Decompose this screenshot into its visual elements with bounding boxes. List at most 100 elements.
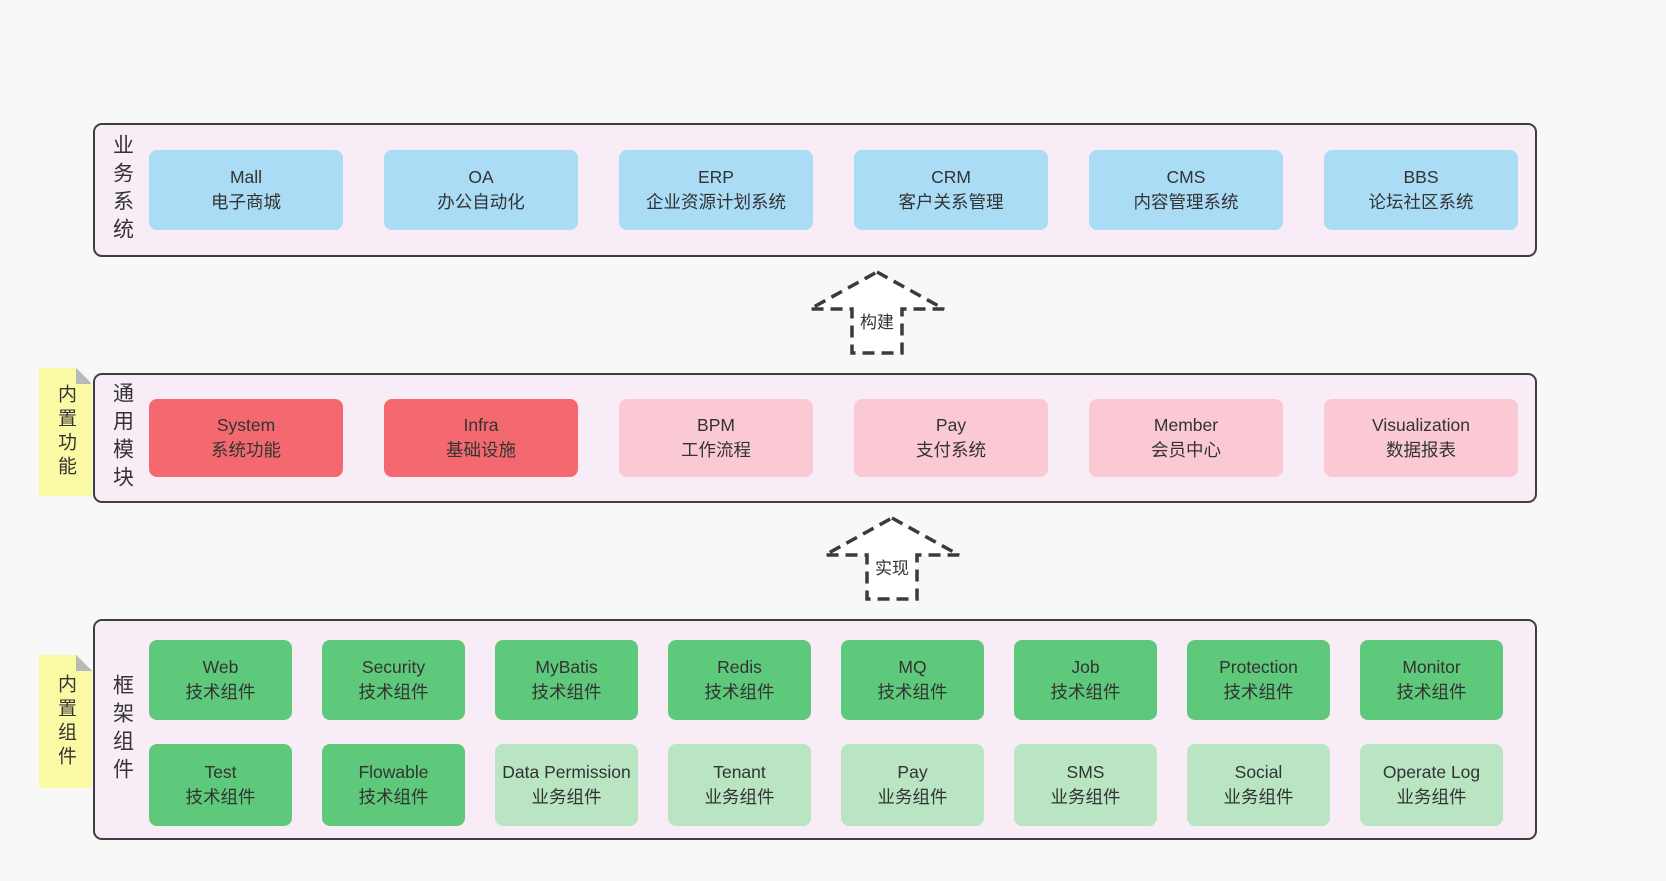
box-title: OA xyxy=(468,167,494,187)
box-subtitle: 技术组件 xyxy=(1396,682,1467,702)
box-title: Data Permission xyxy=(502,762,631,782)
box-subtitle: 客户关系管理 xyxy=(898,192,1004,212)
box-title: Job xyxy=(1071,657,1100,677)
box-subtitle: 电子商城 xyxy=(211,192,281,212)
box-crm: CRM 客户关系管理 xyxy=(854,150,1048,230)
box-subtitle: 技术组件 xyxy=(358,787,429,807)
band-label-text: 框架组件 xyxy=(110,673,134,786)
box-visualization: Visualization 数据报表 xyxy=(1324,399,1518,477)
box-erp: ERP 企业资源计划系统 xyxy=(619,150,813,230)
box-title: BBS xyxy=(1403,167,1439,187)
box-title: Social xyxy=(1234,762,1283,782)
box-operate-log: Operate Log 业务组件 xyxy=(1360,744,1503,826)
box-pay: Pay 支付系统 xyxy=(854,399,1048,477)
box-bbs: BBS 论坛社区系统 xyxy=(1324,150,1518,230)
box-subtitle: 技术组件 xyxy=(704,682,775,702)
box-oa: OA 办公自动化 xyxy=(384,150,578,230)
box-subtitle: 论坛社区系统 xyxy=(1368,192,1474,212)
box-monitor: Monitor 技术组件 xyxy=(1360,640,1503,720)
box-social: Social 业务组件 xyxy=(1187,744,1330,826)
box-title: Redis xyxy=(717,657,762,677)
box-member: Member 会员中心 xyxy=(1089,399,1283,477)
box-title: Security xyxy=(361,657,426,677)
component-row-2: Test 技术组件 Flowable 技术组件 Data Permission … xyxy=(149,744,1535,826)
box-subtitle: 业务组件 xyxy=(1223,787,1294,807)
box-title: Mall xyxy=(229,167,263,187)
box-sms: SMS 业务组件 xyxy=(1014,744,1157,826)
box-subtitle: 数据报表 xyxy=(1386,440,1456,460)
build-arrow: 构建 xyxy=(806,268,948,356)
implement-arrow: 实现 xyxy=(821,514,963,602)
box-subtitle: 技术组件 xyxy=(185,787,256,807)
box-subtitle: 技术组件 xyxy=(1223,682,1294,702)
band-label-modules: 通用模块 xyxy=(95,375,149,501)
box-title: CMS xyxy=(1166,167,1206,187)
common-modules-band: 通用模块 System 系统功能 Infra 基础设施 BPM 工作流程 Pay… xyxy=(93,373,1537,503)
box-cms: CMS 内容管理系统 xyxy=(1089,150,1283,230)
band-label-text: 通用模块 xyxy=(110,382,134,494)
box-subtitle: 技术组件 xyxy=(1050,682,1121,702)
box-title: Tenant xyxy=(713,762,766,782)
box-subtitle: 技术组件 xyxy=(185,682,256,702)
box-flowable: Flowable 技术组件 xyxy=(322,744,465,826)
folded-corner-icon xyxy=(76,655,92,671)
component-rows: Web 技术组件 Security 技术组件 MyBatis 技术组件 Redi… xyxy=(149,621,1535,838)
box-subtitle: 业务组件 xyxy=(1396,787,1467,807)
box-title: Protection xyxy=(1219,657,1298,677)
box-subtitle: 系统功能 xyxy=(211,440,281,460)
box-subtitle: 技术组件 xyxy=(877,682,948,702)
build-arrow-label: 构建 xyxy=(857,308,897,333)
box-title: CRM xyxy=(931,167,971,187)
box-subtitle: 支付系统 xyxy=(916,440,986,460)
box-security: Security 技术组件 xyxy=(322,640,465,720)
box-subtitle: 技术组件 xyxy=(531,682,602,702)
box-infra: Infra 基础设施 xyxy=(384,399,578,477)
box-title: Test xyxy=(204,762,237,782)
box-title: Web xyxy=(202,657,239,677)
box-subtitle: 业务组件 xyxy=(877,787,948,807)
band-label-components: 框架组件 xyxy=(95,621,149,838)
box-subtitle: 技术组件 xyxy=(358,682,429,702)
box-subtitle: 业务组件 xyxy=(531,787,602,807)
box-subtitle: 业务组件 xyxy=(1050,787,1121,807)
box-bpm: BPM 工作流程 xyxy=(619,399,813,477)
framework-components-band: 框架组件 Web 技术组件 Security 技术组件 MyBatis 技术组件… xyxy=(93,619,1537,840)
box-mybatis: MyBatis 技术组件 xyxy=(495,640,638,720)
box-mq: MQ 技术组件 xyxy=(841,640,984,720)
box-subtitle: 内容管理系统 xyxy=(1133,192,1239,212)
box-data-permission: Data Permission 业务组件 xyxy=(495,744,638,826)
sticky-text: 内置功能 xyxy=(55,384,76,480)
box-title: Flowable xyxy=(358,762,429,782)
box-redis: Redis 技术组件 xyxy=(668,640,811,720)
box-subtitle: 会员中心 xyxy=(1151,440,1221,460)
built-in-functions-sticky: 内置功能 xyxy=(39,368,92,496)
box-test: Test 技术组件 xyxy=(149,744,292,826)
box-system: System 系统功能 xyxy=(149,399,343,477)
band-label-business: 业务系统 xyxy=(95,125,149,255)
box-title: BPM xyxy=(697,415,735,435)
box-subtitle: 办公自动化 xyxy=(437,192,525,212)
box-title: Operate Log xyxy=(1382,762,1481,782)
band-label-text: 业务系统 xyxy=(110,134,134,246)
box-subtitle: 工作流程 xyxy=(681,440,751,460)
box-title: Pay xyxy=(897,762,928,782)
box-title: Monitor xyxy=(1402,657,1461,677)
box-title: Pay xyxy=(935,415,967,435)
box-mall: Mall 电子商城 xyxy=(149,150,343,230)
box-pay-business: Pay 业务组件 xyxy=(841,744,984,826)
business-boxes-row: Mall 电子商城 OA 办公自动化 ERP 企业资源计划系统 CRM 客户关系… xyxy=(149,125,1535,255)
sticky-text: 内置组件 xyxy=(55,673,76,770)
box-subtitle: 基础设施 xyxy=(446,440,516,460)
box-protection: Protection 技术组件 xyxy=(1187,640,1330,720)
box-title: MyBatis xyxy=(535,657,598,677)
box-title: Visualization xyxy=(1372,415,1470,435)
box-web: Web 技术组件 xyxy=(149,640,292,720)
box-tenant: Tenant 业务组件 xyxy=(668,744,811,826)
box-title: Infra xyxy=(463,415,499,435)
box-title: MQ xyxy=(898,657,927,677)
business-systems-band: 业务系统 Mall 电子商城 OA 办公自动化 ERP 企业资源计划系统 CRM… xyxy=(93,123,1537,257)
box-title: SMS xyxy=(1066,762,1105,782)
built-in-components-sticky: 内置组件 xyxy=(39,655,92,788)
implement-arrow-label: 实现 xyxy=(872,554,912,579)
box-title: ERP xyxy=(698,167,734,187)
